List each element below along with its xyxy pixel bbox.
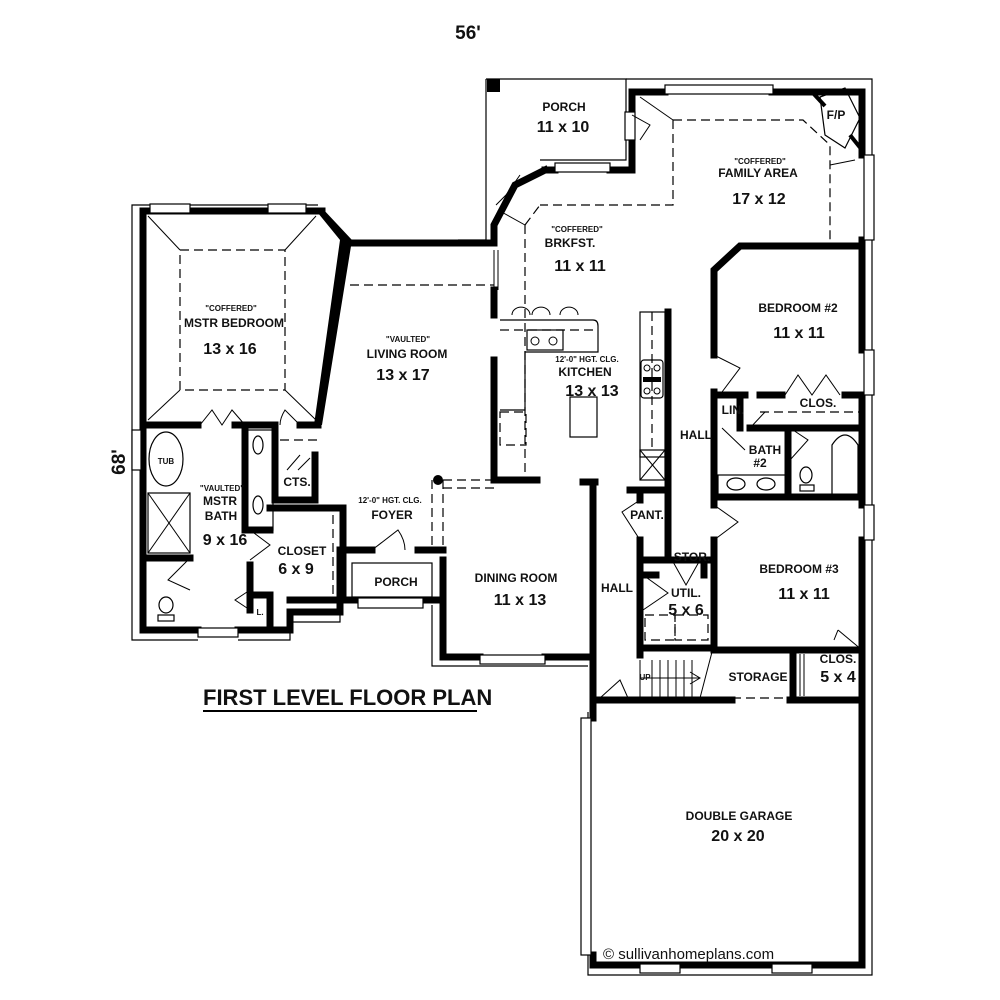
bathtub	[148, 431, 184, 487]
room-master-bath-name: MSTR	[203, 494, 237, 508]
kitchen-fixtures	[499, 306, 666, 481]
room-living-size: 13 x 17	[376, 367, 429, 384]
room-porch-rear-name: PORCH	[542, 100, 585, 114]
room-living-name: LIVING ROOM	[367, 347, 448, 361]
room-breakfast-note: "COFFERED"	[551, 225, 603, 234]
labels: 56' 68' PORCH 11 x 10 "COFFERED" FAMILY …	[109, 23, 856, 963]
column	[433, 475, 443, 485]
room-bedroom3-size: 11 x 11	[778, 586, 830, 603]
room-closet-bed2-name: CLOS.	[800, 396, 837, 410]
fireplace-label: F/P	[827, 108, 846, 122]
room-foyer-name: FOYER	[371, 508, 413, 522]
room-hall-upper-name: HALL	[680, 428, 712, 442]
room-storage-small-name: STOR.	[674, 550, 710, 564]
room-breakfast-size: 11 x 11	[554, 258, 606, 275]
windows	[131, 84, 875, 974]
room-master-bedroom-note: "COFFERED"	[205, 304, 257, 313]
room-linen-master-name: L.	[256, 608, 263, 617]
room-hall-lower-name: HALL	[601, 581, 633, 595]
room-storage-name: STORAGE	[728, 670, 787, 684]
bath-fixtures	[147, 411, 860, 622]
doors	[167, 114, 863, 699]
utility-and-stairs	[639, 614, 805, 699]
room-family-size: 17 x 12	[732, 191, 785, 208]
room-living-note: "VAULTED"	[386, 335, 430, 344]
room-master-bath-name2: BATH	[205, 509, 237, 523]
room-breakfast-name: BRKFST.	[545, 236, 596, 250]
room-bath2-name: BATH	[749, 443, 781, 457]
room-master-bath-note: "VAULTED"	[200, 484, 244, 493]
room-dining-name: DINING ROOM	[475, 571, 558, 585]
stairs-up-label: UP	[639, 673, 651, 682]
room-utility-name: UTIL.	[671, 586, 701, 600]
room-master-bedroom-name: MSTR BEDROOM	[184, 316, 284, 330]
room-closet-bed3-name: CLOS.	[820, 652, 857, 666]
room-garage-size: 20 x 20	[711, 828, 764, 845]
room-family-note: "COFFERED"	[734, 157, 786, 166]
room-bedroom2-name: BEDROOM #2	[758, 301, 838, 315]
cooktop	[640, 359, 664, 399]
room-kitchen-name: KITCHEN	[558, 365, 611, 379]
room-pantry-name: PANT.	[630, 508, 664, 522]
room-bath2-number: #2	[753, 456, 767, 470]
room-family-name: FAMILY AREA	[718, 166, 798, 180]
room-dining-size: 11 x 13	[494, 592, 547, 609]
room-closet-master-name: CLOSET	[278, 544, 327, 558]
room-foyer-note: 12'-0" HGT. CLG.	[358, 496, 421, 505]
room-master-bath-size: 9 x 16	[203, 532, 248, 549]
stairs	[639, 651, 713, 699]
column	[487, 79, 500, 92]
width-dimension: 56'	[455, 23, 481, 44]
plan-title: FIRST LEVEL FLOOR PLAN	[203, 685, 492, 710]
walls	[139, 88, 866, 969]
room-cts-name: CTS.	[283, 475, 310, 489]
room-master-bedroom-size: 13 x 16	[203, 341, 256, 358]
kitchen-island	[569, 396, 598, 438]
room-linen-name: LIN.	[722, 403, 745, 417]
room-bedroom3-name: BEDROOM #3	[759, 562, 839, 576]
ceiling-lines	[147, 96, 856, 602]
room-garage-name: DOUBLE GARAGE	[686, 809, 793, 823]
room-closet-master-size: 6 x 9	[278, 561, 314, 578]
fireplace	[810, 87, 864, 152]
room-closet-bed3-size: 5 x 4	[820, 669, 856, 686]
room-kitchen-size: 13 x 13	[565, 383, 618, 400]
room-utility-size: 5 x 6	[668, 602, 704, 619]
copyright-text: © sullivanhomeplans.com	[603, 946, 774, 963]
depth-dimension: 68'	[109, 449, 130, 475]
room-porch-rear-size: 11 x 10	[537, 119, 590, 136]
room-bedroom2-size: 11 x 11	[773, 325, 825, 342]
tub-label: TUB	[158, 457, 175, 466]
room-porch-front-name: PORCH	[374, 575, 417, 589]
room-kitchen-note: 12'-0" HGT. CLG.	[555, 355, 618, 364]
